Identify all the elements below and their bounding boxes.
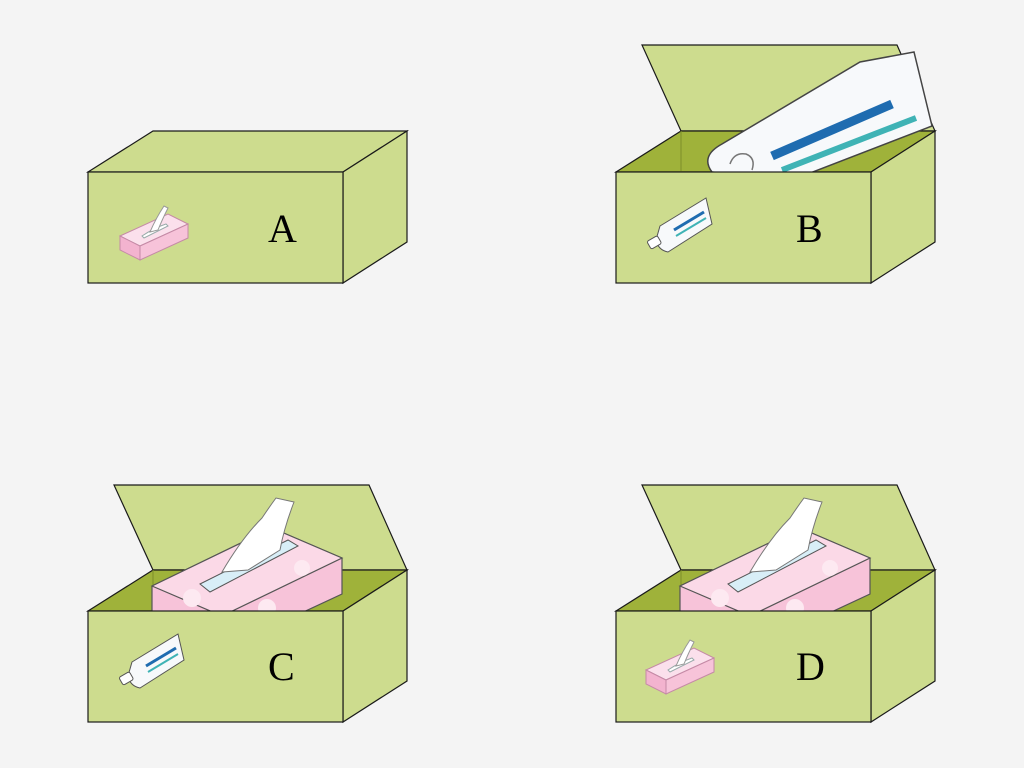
- panel-d: D: [613, 484, 938, 724]
- panel-label: C: [268, 644, 295, 689]
- panel-a: A: [85, 129, 410, 285]
- panel-label: A: [268, 206, 297, 251]
- panel-b: B: [613, 44, 938, 285]
- panel-c: C: [85, 484, 410, 724]
- closed-box: [85, 129, 410, 285]
- panel-label: D: [796, 644, 825, 689]
- panel-label: B: [796, 206, 823, 251]
